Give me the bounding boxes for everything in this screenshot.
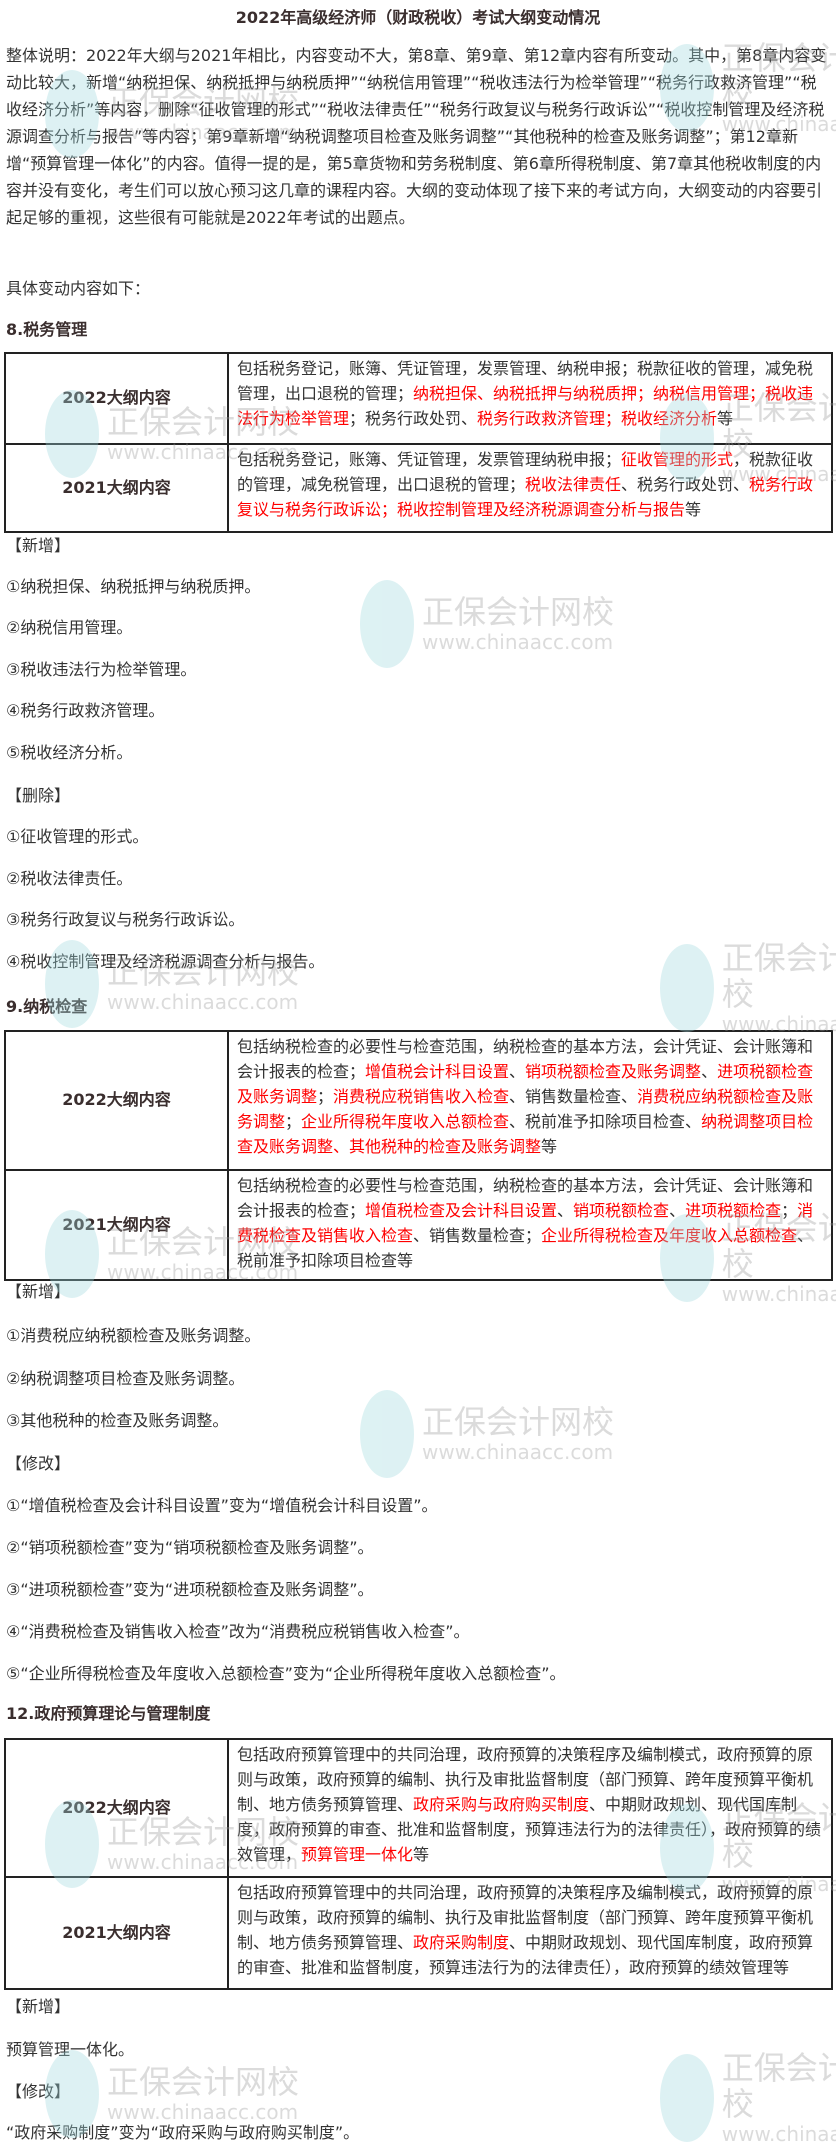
row-content: 包括税务登记，账簿、凭证管理，发票管理、纳税申报；税款征收的管理，减免税管理，出… <box>227 352 833 445</box>
table-row: 2022大纲内容包括政府预算管理中的共同治理，政府预算的决策程序及编制模式，政府… <box>4 1738 833 1878</box>
change-group-label: 【修改】 <box>6 1454 71 1473</box>
text-segment: 、销售数量检查、 <box>509 1087 638 1106</box>
list-item: “政府采购制度”变为“政府采购与政府购买制度”。 <box>6 2123 360 2142</box>
list-item: ⑤“企业所得税检查及年度收入总额检查”变为“企业所得税年度收入总额检查”。 <box>6 1664 566 1683</box>
table-row: 2022大纲内容包括纳税检查的必要性与检查范围，纳税检查的基本方法，会计凭证、会… <box>4 1030 833 1171</box>
list-item: ③其他税种的检查及账务调整。 <box>6 1411 229 1430</box>
list-item: ③“进项税额检查”变为“进项税额检查及账务调整”。 <box>6 1580 374 1599</box>
change-group-label: 【删除】 <box>6 786 71 805</box>
list-item: ④“消费税检查及销售收入检查”改为“消费税应税销售收入检查”。 <box>6 1622 470 1641</box>
changed-text: 增值税检查及会计科目设置 <box>365 1201 558 1220</box>
text-segment: ； <box>781 1201 798 1220</box>
changed-text: 进项税额检查 <box>685 1201 782 1220</box>
changed-text: 政府采购制度 <box>413 1933 510 1952</box>
changed-text: 企业所得税年度收入总额检查 <box>301 1112 510 1131</box>
changed-text: 销项税额检查 <box>573 1201 670 1220</box>
intro-paragraph: 整体说明：2022年大纲与2021年相比，内容变动不大，第8章、第9章、第12章… <box>6 46 827 227</box>
changed-text: 征收管理的形式 <box>621 450 734 469</box>
text-segment: 、 <box>669 1201 686 1220</box>
changed-text: 消费税检查及销售收入检查 <box>237 1201 814 1245</box>
table-row: 2022大纲内容包括税务登记，账簿、凭证管理，发票管理、纳税申报；税款征收的管理… <box>4 352 833 445</box>
row-content: 包括纳税检查的必要性与检查范围，纳税检查的基本方法，会计凭证、会计账簿和会计报表… <box>227 1030 833 1171</box>
row-label: 2021大纲内容 <box>4 443 229 533</box>
text-segment: 等 <box>541 1137 558 1156</box>
lead-text: 具体变动内容如下： <box>6 279 151 298</box>
list-item: ④税务行政救济管理。 <box>6 701 165 720</box>
text-segment: 包括纳税检查的必要性与检查范围，纳税检查的基本方法，会计凭证、会计账簿和会计报表… <box>237 1176 814 1220</box>
list-item: ③税务行政复议与税务行政诉讼。 <box>6 910 245 929</box>
list-item: ①“增值税检查及会计科目设置”变为“增值税会计科目设置”。 <box>6 1496 438 1515</box>
text-segment: 、税前准予扣除项目检查等 <box>237 1226 814 1270</box>
text-segment: 、中期财政规划、现代国库制度，政府预算的审查、批准和监督制度，预算违法行为的法律… <box>237 1933 814 1977</box>
list-item: ②税收法律责任。 <box>6 869 133 888</box>
row-label: 2022大纲内容 <box>4 1030 229 1171</box>
changed-text: 税收法律责任 <box>525 475 622 494</box>
list-item: ②纳税信用管理。 <box>6 618 133 637</box>
changed-text: 销项税额检查及账务调整 <box>525 1062 702 1081</box>
change-group-label: 【新增】 <box>6 1997 71 2016</box>
list-item: ⑤税收经济分析。 <box>6 743 133 762</box>
table-row: 2021大纲内容包括税务登记，账簿、凭证管理，发票管理纳税申报；征收管理的形式，… <box>4 443 833 533</box>
list-item: ④税收控制管理及经济税源调查分析与报告。 <box>6 952 325 971</box>
section-heading: 12.政府预算理论与管理制度 <box>6 1704 211 1723</box>
changed-text: 纳税调整项目检查及账务调整、其他税种的检查及账务调整 <box>237 1112 814 1156</box>
list-item: ③税收违法行为检举管理。 <box>6 660 197 679</box>
changed-text: 消费税应税销售收入检查 <box>333 1087 510 1106</box>
text-segment: 、 <box>557 1201 574 1220</box>
text-segment: 、 <box>509 1062 526 1081</box>
changed-text: 税务行政复议与税务行政诉讼；税收控制管理及经济税源调查分析与报告 <box>237 475 814 519</box>
syllabus-comparison-table: 2022大纲内容包括纳税检查的必要性与检查范围，纳税检查的基本方法，会计凭证、会… <box>4 1030 833 1281</box>
row-content: 包括政府预算管理中的共同治理，政府预算的决策程序及编制模式，政府预算的原则与政策… <box>227 1738 833 1878</box>
text-segment: 、税务行政处罚、 <box>621 475 750 494</box>
row-label: 2021大纲内容 <box>4 1876 229 1990</box>
list-item: ②纳税调整项目检查及账务调整。 <box>6 1369 245 1388</box>
syllabus-comparison-table: 2022大纲内容包括政府预算管理中的共同治理，政府预算的决策程序及编制模式，政府… <box>4 1738 833 1990</box>
text-segment: 包括政府预算管理中的共同治理，政府预算的决策程序及编制模式，政府预算的原则与政策… <box>237 1745 814 1814</box>
list-item: ①纳税担保、纳税抵押与纳税质押。 <box>6 577 261 596</box>
changed-text: 企业所得税检查及年度收入总额检查 <box>541 1226 798 1245</box>
list-item: ①征收管理的形式。 <box>6 827 149 846</box>
changed-text: 税务行政救济管理；税收经济分析 <box>477 409 718 428</box>
text-segment: 包括税务登记，账簿、凭证管理，发票管理、纳税申报；税款征收的管理，减免税管理，出… <box>237 359 814 403</box>
text-segment: ；税务行政处罚、 <box>349 409 478 428</box>
list-item: ②“销项税额检查”变为“销项税额检查及账务调整”。 <box>6 1538 374 1557</box>
section-heading: 9.纳税检查 <box>6 997 88 1016</box>
row-content: 包括税务登记，账簿、凭证管理，发票管理纳税申报；征收管理的形式，税款征收的管理，… <box>227 443 833 533</box>
text-segment: 、中期财政规划、现代国库制度，政府预算的审查、批准和监督制度，预算违法行为的法律… <box>237 1795 822 1864</box>
article-title: 2022年高级经济师（财政税收）考试大纲变动情况 <box>235 8 601 27</box>
table-row: 2021大纲内容包括纳税检查的必要性与检查范围，纳税检查的基本方法，会计凭证、会… <box>4 1169 833 1281</box>
list-item: ①消费税应纳税额检查及账务调整。 <box>6 1326 261 1345</box>
section-heading: 8.税务管理 <box>6 320 88 339</box>
changed-text: 增值税会计科目设置 <box>365 1062 510 1081</box>
change-group-label: 【新增】 <box>6 536 71 555</box>
text-segment: 包括政府预算管理中的共同治理，政府预算的决策程序及编制模式，政府预算的原则与政策… <box>237 1883 814 1952</box>
row-content: 包括纳税检查的必要性与检查范围，纳税检查的基本方法，会计凭证、会计账簿和会计报表… <box>227 1169 833 1281</box>
row-label: 2021大纲内容 <box>4 1169 229 1281</box>
change-group-label: 【新增】 <box>6 1282 71 1301</box>
change-group-label: 【修改】 <box>6 2082 71 2101</box>
text-segment: 、税前准予扣除项目检查、 <box>509 1112 702 1131</box>
changed-text: 消费税应纳税额检查及账务调整 <box>237 1087 814 1131</box>
table-row: 2021大纲内容包括政府预算管理中的共同治理，政府预算的决策程序及编制模式，政府… <box>4 1876 833 1990</box>
text-segment: ； <box>285 1112 302 1131</box>
row-label: 2022大纲内容 <box>4 1738 229 1878</box>
text-segment: ； <box>317 1087 334 1106</box>
text-segment: 等 <box>685 500 702 519</box>
list-item: 预算管理一体化。 <box>6 2040 135 2059</box>
changed-text: 政府采购与政府购买制度 <box>413 1795 590 1814</box>
text-segment: 包括税务登记，账簿、凭证管理，发票管理纳税申报； <box>237 450 622 469</box>
changed-text: 预算管理一体化 <box>301 1845 414 1864</box>
changed-text: 进项税额检查及账务调整 <box>237 1062 814 1106</box>
text-segment: 等 <box>413 1845 430 1864</box>
row-content: 包括政府预算管理中的共同治理，政府预算的决策程序及编制模式，政府预算的原则与政策… <box>227 1876 833 1990</box>
text-segment: 、销售数量检查； <box>413 1226 542 1245</box>
syllabus-comparison-table: 2022大纲内容包括税务登记，账簿、凭证管理，发票管理、纳税申报；税款征收的管理… <box>4 352 833 533</box>
text-segment: ，税款征收的管理，减免税管理，出口退税的管理； <box>237 450 814 494</box>
changed-text: 纳税担保、纳税抵押与纳税质押；纳税信用管理；税收违法行为检举管理 <box>237 384 814 428</box>
text-segment: 包括纳税检查的必要性与检查范围，纳税检查的基本方法，会计凭证、会计账簿和会计报表… <box>237 1037 814 1081</box>
row-label: 2022大纲内容 <box>4 352 229 445</box>
text-segment: 等 <box>717 409 734 428</box>
text-segment: 、 <box>701 1062 718 1081</box>
